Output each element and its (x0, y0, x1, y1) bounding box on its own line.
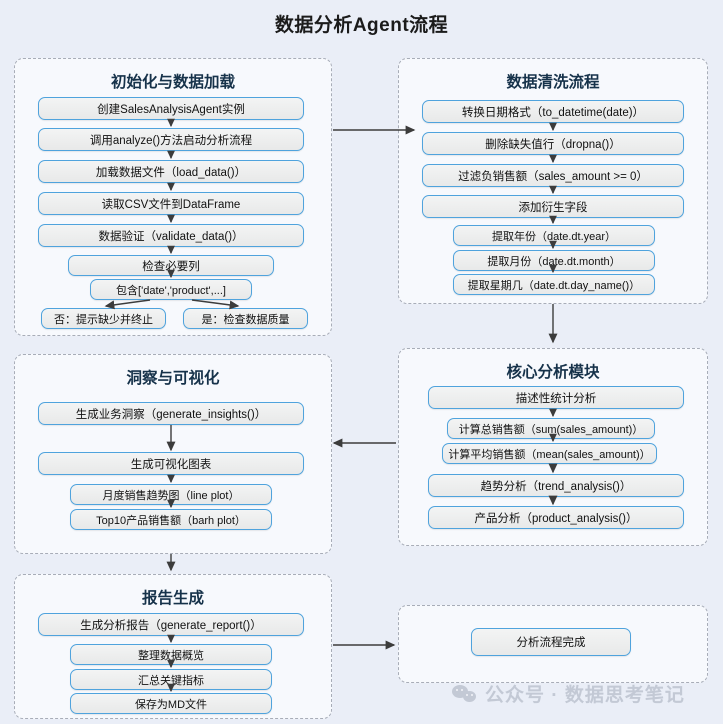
node-generate-insights[interactable]: 生成业务洞察（generate_insights()） (38, 402, 304, 425)
node-read-csv[interactable]: 读取CSV文件到DataFrame (38, 192, 304, 215)
node-monthly-trend-plot[interactable]: 月度销售趋势图（line plot） (70, 484, 272, 505)
node-branch-yes[interactable]: 是：检查数据质量 (183, 308, 308, 329)
node-validate-data[interactable]: 数据验证（validate_data()） (38, 224, 304, 247)
watermark-text: 公众号 · 数据思考笔记 (485, 685, 685, 706)
section-clean-title: 数据清洗流程 (506, 74, 600, 91)
section-init-title: 初始化与数据加载 (110, 74, 235, 91)
node-save-md[interactable]: 保存为MD文件 (70, 693, 272, 714)
node-check-columns[interactable]: 检查必要列 (68, 255, 274, 276)
node-generate-report[interactable]: 生成分析报告（generate_report()） (38, 613, 304, 636)
node-top10-product-plot[interactable]: Top10产品销售额（barh plot） (70, 509, 272, 530)
node-filter-negative[interactable]: 过滤负销售额（sales_amount >= 0） (422, 164, 684, 187)
node-convert-date[interactable]: 转换日期格式（to_datetime(date)） (422, 100, 684, 123)
node-summarize-metrics[interactable]: 汇总关键指标 (70, 669, 272, 690)
section-core-title: 核心分析模块 (506, 364, 600, 381)
node-branch-no[interactable]: 否：提示缺少并终止 (41, 308, 166, 329)
page-title: 数据分析Agent流程 (274, 15, 449, 36)
node-mean-sales[interactable]: 计算平均销售额（mean(sales_amount)） (442, 443, 657, 464)
wechat-icon (452, 684, 478, 703)
node-call-analyze[interactable]: 调用analyze()方法启动分析流程 (38, 128, 304, 151)
node-extract-month[interactable]: 提取月份（date.dt.month） (453, 250, 655, 271)
node-extract-weekday[interactable]: 提取星期几（date.dt.day_name()） (453, 274, 655, 295)
node-generate-charts[interactable]: 生成可视化图表 (38, 452, 304, 475)
node-load-data[interactable]: 加载数据文件（load_data()） (38, 160, 304, 183)
node-add-derived[interactable]: 添加衍生字段 (422, 195, 684, 218)
node-dropna[interactable]: 删除缺失值行（dropna()） (422, 132, 684, 155)
section-insight-title: 洞察与可视化 (126, 370, 220, 387)
node-create-agent[interactable]: 创建SalesAnalysisAgent实例 (38, 97, 304, 120)
node-total-sales[interactable]: 计算总销售额（sum(sales_amount)） (447, 418, 655, 439)
section-report-title: 报告生成 (141, 590, 204, 607)
node-organize-overview[interactable]: 整理数据概览 (70, 644, 272, 665)
node-flow-complete[interactable]: 分析流程完成 (471, 628, 631, 656)
node-trend-analysis[interactable]: 趋势分析（trend_analysis()） (428, 474, 684, 497)
watermark: 公众号 · 数据思考笔记 (452, 680, 685, 707)
node-contains-fields[interactable]: 包含['date','product',...] (90, 279, 252, 300)
node-extract-year[interactable]: 提取年份（date.dt.year） (453, 225, 655, 246)
node-descriptive-stats[interactable]: 描述性统计分析 (428, 386, 684, 409)
node-product-analysis[interactable]: 产品分析（product_analysis()） (428, 506, 684, 529)
